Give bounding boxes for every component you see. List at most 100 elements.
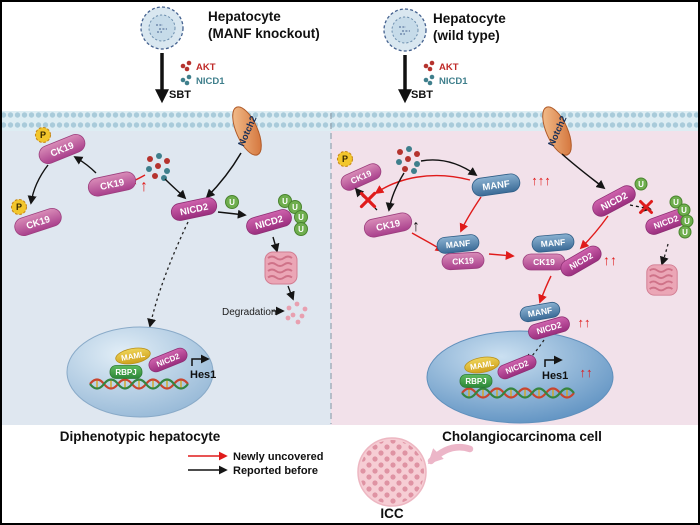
manf-nicd2-nuclear-pair: MANF NICD2 [519, 301, 570, 340]
svg-text:U: U [684, 217, 690, 226]
signal-molecules-left [146, 153, 170, 181]
dna-helix-left [89, 378, 189, 390]
svg-text:U: U [298, 225, 304, 234]
arrow-pair-into-nucleus [525, 339, 545, 364]
nucleus-right [426, 330, 614, 424]
svg-text:U: U [282, 197, 288, 206]
hes1-up-indicator: ↑↑ [580, 365, 593, 380]
svg-text:AKT: AKT [439, 62, 459, 73]
ck19-up-indicator-left: ↑ [140, 178, 148, 195]
blocked-ubiquitination-x [639, 200, 653, 214]
cell-membrane [2, 111, 698, 131]
legend-newly-uncovered-label: Newly uncovered [233, 451, 323, 463]
sbt-label-left: SBT [169, 89, 191, 101]
svg-text:U: U [682, 228, 688, 237]
svg-text:U: U [673, 198, 679, 207]
ubiquitin-badge-right: U [634, 177, 648, 191]
arrow-ub-to-proteasome [270, 236, 280, 253]
manf-label: MANF [540, 237, 565, 249]
left-panel-title: Diphenotypic hepatocyte [60, 429, 221, 444]
p-label: P [16, 202, 22, 212]
maml-protein-left: MAML [115, 347, 151, 365]
arrow-notch2-to-nicd2-left [205, 152, 242, 199]
manf-label: MANF [445, 238, 470, 251]
p-label: P [40, 130, 46, 140]
transcription-arrow-right [544, 355, 563, 367]
ubiquitin-chain-right: U U U U [669, 195, 694, 239]
ck19-label: CK19 [99, 177, 125, 193]
arrow-ck19-phosphorylation-blocked [354, 187, 378, 211]
right-cell-title-line1: Hepatocyte [433, 11, 506, 26]
phospho-badge-right: P [336, 150, 354, 168]
phospho-badge-a: P [34, 126, 52, 144]
left-cell-title-line1: Hepatocyte [208, 9, 281, 24]
icc-label: ICC [380, 506, 404, 521]
notch2-receptor-left: Notch2 [232, 106, 262, 156]
manf-ck19-nicd2-complex: MANF CK19 NICD2 [522, 233, 602, 277]
complex-up-indicator: ↑↑ [603, 252, 617, 268]
rbpj-label: RBPJ [465, 377, 486, 386]
ck19-up-indicator-right: ↑ [412, 218, 420, 235]
arrow-signals-to-nicd2 [164, 178, 187, 200]
phospho-badge-b: P [10, 198, 28, 216]
ck19-label: CK19 [375, 218, 401, 234]
arrow-proteasome-to-debris [286, 285, 295, 301]
manf-protein-main: MANF [471, 173, 521, 197]
arrow-manf-to-complex [459, 196, 482, 233]
manf-label: MANF [527, 305, 553, 319]
arrow-ck19c-to-ck19a [73, 156, 97, 174]
akt-legend-left: AKT [180, 60, 216, 73]
sbt-label-right: SBT [411, 89, 433, 101]
svg-text:AKT: AKT [196, 62, 216, 73]
maml-label: MAML [120, 350, 145, 363]
legend-reported-before-label: Reported before [233, 465, 318, 477]
u-label: U [229, 198, 235, 207]
ck19-label: CK19 [452, 255, 474, 266]
nicd2-nuclear-right: NICD2 [497, 354, 537, 380]
hes1-label-right: Hes1 [542, 370, 568, 382]
notch2-receptor-right: Notch2 [542, 106, 572, 156]
rbpj-label: RBPJ [115, 368, 136, 377]
svg-text:U: U [292, 203, 298, 212]
left-cell-title-line2: (MANF knockout) [208, 26, 320, 41]
arrow-manf-blocks-phosphorylation [374, 174, 471, 195]
blocked-phosphorylation-x [359, 191, 377, 209]
arrow-ub-to-proteasome-right [660, 243, 669, 266]
ubiquitin-badge-on-arrow-left: U [225, 195, 239, 209]
ck19-label: CK19 [533, 257, 555, 267]
legend-reported-before: Reported before [188, 465, 318, 477]
ubiquitinated-nicd2-right: NICD2 [645, 209, 687, 235]
icc-cell [357, 437, 427, 507]
ck19-protein-c: CK19 [87, 171, 137, 197]
proteasome-left [264, 251, 298, 285]
arrow-complex-to-triple-complex [488, 250, 515, 260]
arrow-nicd2-to-nucleus-left [147, 221, 189, 328]
ck19-protein-e: CK19 [363, 212, 413, 238]
signal-molecules-right [396, 146, 420, 174]
manf-label: MANF [482, 179, 511, 194]
manf-ck19-complex: MANF CK19 [436, 234, 485, 271]
svg-text:NICD1: NICD1 [439, 76, 468, 87]
ubiquitin-chain-left: U U U U [278, 194, 308, 236]
nicd1-legend-left: NICD1 [180, 74, 225, 87]
rbpj-protein-right: RBPJ [459, 374, 493, 388]
nicd2-nuclear-left: NICD2 [148, 347, 188, 373]
svg-text:U: U [298, 213, 304, 222]
ck19-protein-d: CK19 [340, 163, 382, 191]
nicd1-legend-right: NICD1 [423, 74, 468, 87]
hes1-label-left: Hes1 [190, 369, 216, 381]
arrow-notch2-to-nicd2-right [561, 153, 606, 190]
arrow-signals-to-manf [420, 159, 478, 177]
transcription-arrow-left [191, 354, 210, 366]
ck19-protein-a: CK19 [38, 133, 86, 165]
manf-up-indicator: ↑↑↑ [531, 173, 551, 188]
arrow-nicd2-to-triple-complex [579, 215, 609, 250]
arrow-nicd2-to-ubiquitinated [217, 209, 247, 219]
degradation-products-left [285, 301, 308, 325]
rbpj-protein-left: RBPJ [109, 365, 143, 379]
arrow-signals-to-ck19-right [385, 172, 405, 212]
ubiquitinated-nicd2-left: NICD2 [246, 209, 292, 235]
